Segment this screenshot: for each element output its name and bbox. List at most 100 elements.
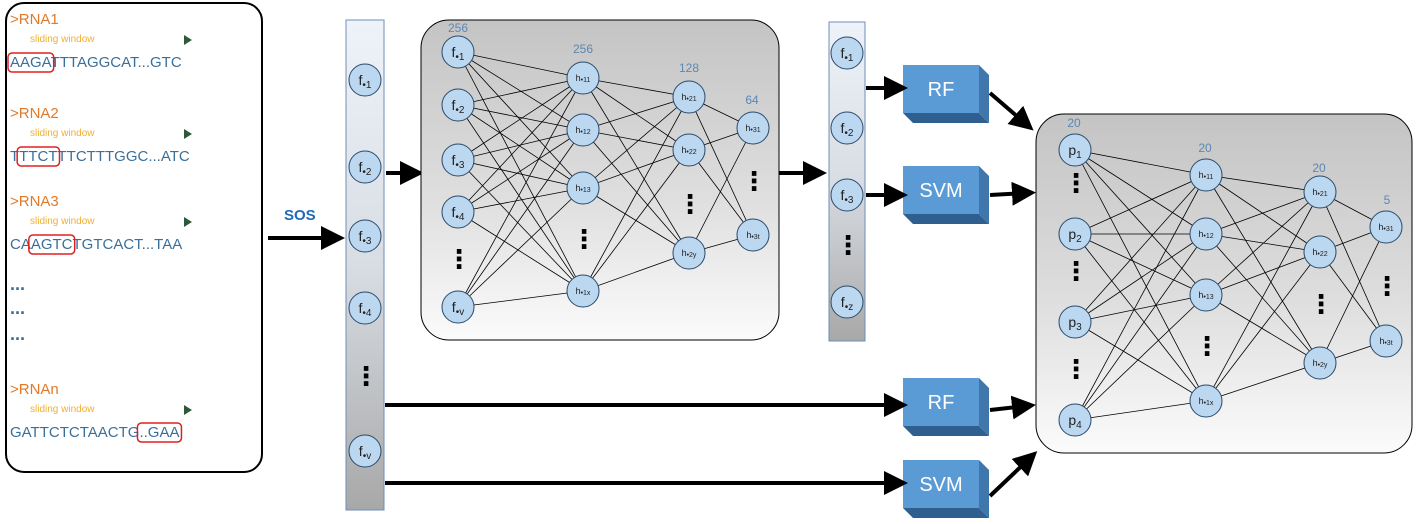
feature-node-main: f [359,72,363,88]
output-node-main: f [841,187,845,203]
network2-node-main: h [1199,396,1204,406]
network-edge [582,149,690,189]
feature-node-main: f [359,300,363,316]
model-box-front [903,378,979,426]
output-node-sub: •2 [844,128,854,139]
sliding-window-arrowhead [184,405,192,415]
output-node-label: f•1 [841,45,854,64]
network1-node-circle [441,290,475,324]
network-edge [1074,149,1207,235]
feature-column-vdots: ⋮ [353,362,379,392]
network1-node-circle [566,274,600,308]
network2-node-circle [1303,175,1337,209]
rna-sequence: TTTCTTTCTTTGGC...ATC [10,148,190,165]
feature-column-nodes: f•1f•2f•3f•4f•v⋮ [348,63,382,468]
network1-node: f•1 [441,35,475,69]
feature-node-sub: •v [363,451,372,462]
network-edge [1205,191,1321,402]
network-edge [582,96,690,131]
network2-vdots: ⋮ [1308,290,1334,320]
network2-node-sub: •13 [1203,294,1213,301]
network1-node-label: h•22 [681,145,696,156]
network2-node-label: h•13 [1198,290,1213,301]
output-node-main: f [841,45,845,61]
network1-node-main: h [576,73,581,83]
network1-node-sub: •1 [455,52,465,63]
network-edge [1074,149,1207,296]
network2-node: p4 [1058,403,1092,437]
network-edge [582,96,690,189]
ellipsis: ... [10,324,25,344]
network-edge [457,77,584,213]
network2-node-circle [1303,346,1337,380]
network1-node-circle [672,80,706,114]
output-node-sub: •1 [844,53,854,64]
network1-node-main: h [746,230,751,240]
network2-node-sub: •12 [1203,233,1213,240]
output-node: f•1 [830,36,864,70]
layer-size-label: 128 [679,61,699,75]
network1-node-label: h•12 [575,125,590,136]
feature-node: f•2 [348,150,382,184]
model-label: SVM [919,474,962,496]
arrow-rf-bottom-to-network2 [989,395,1036,420]
network-edge [457,77,584,106]
sliding-window-label: sliding window [30,216,95,227]
network1-node-circle [672,236,706,270]
network2-node-sub: •31 [1383,226,1393,233]
network2-node-label: h•21 [1312,187,1327,198]
model-box-side [979,460,989,518]
network-edge [688,149,754,236]
network1-node-sub: •v [456,307,465,318]
network2-vdots: ⋮ [1063,169,1089,199]
network-edge [582,129,690,151]
network1-node-sub: •2y [687,252,697,259]
network2-node: h•13 [1189,278,1223,312]
network2-nodes: p1p2p3p4⋮⋮⋮h•11h•12h•13h•1x⋮h•21h•22h•2y… [1058,116,1403,437]
sliding-window-label: sliding window [30,128,95,139]
network1-node-main: h [575,125,580,135]
sliding-window-arrowhead [184,35,192,45]
network-edge [1205,294,1321,364]
network1-node: h•3t [736,218,770,252]
network1-vdots: ⋮ [741,167,767,197]
network-edge [582,149,690,292]
network-edge [582,77,690,254]
network1-node: f•2 [441,88,475,122]
network2-node-label: p3 [1068,314,1082,333]
layer-size-label: 5 [1384,193,1391,207]
sequence-rest: TGTCACT...TAA [73,236,183,253]
network-edge [1205,251,1321,296]
feature-node-circle [348,63,382,97]
arrow-rf-top-to-network2 [988,91,1034,131]
network1-node-label: h•1x [576,286,591,297]
network1-node-main: h [575,183,580,193]
network-edge [1074,233,1207,402]
feature-node-circle [348,219,382,253]
model-box-bottom [903,214,989,224]
network2-node-main: p [1068,142,1076,158]
network2-node-main: h [1199,170,1204,180]
sliding-window-arrowhead [184,129,192,139]
network-edge [457,159,584,292]
feature-node-main: f [359,159,363,175]
network2-node-main: p [1068,226,1076,242]
network1-node-label: h•3t [746,230,759,241]
network-edge [1074,174,1207,421]
network-edge [1205,174,1321,364]
model-box-front [903,460,979,508]
network2-node: h•3t [1369,324,1403,358]
network2-node-sub: 3 [1076,322,1082,333]
model-svm: SVM [903,460,989,518]
layer-size-label: 256 [448,21,468,35]
network1-node-main: f [452,299,456,315]
model-rf: RF [903,378,989,436]
sliding-window-box [16,146,61,167]
network-edge [457,129,584,308]
network2-node-label: p4 [1068,412,1082,431]
rna-label: >RNA2 [10,105,59,122]
network1-node-label: f•4 [452,204,465,223]
network2-node: p2 [1058,217,1092,251]
rna-sequence: CAAGTCTGTCACT...TAA [10,236,182,253]
